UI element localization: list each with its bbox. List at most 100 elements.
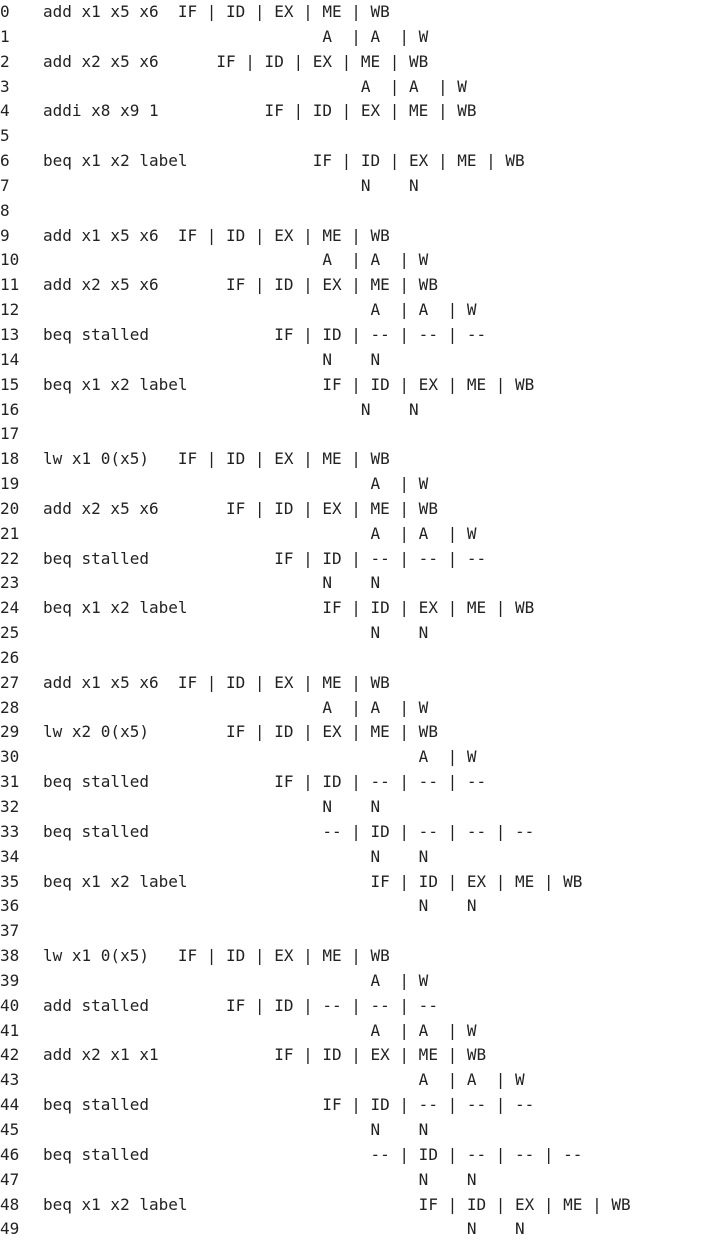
line-content: A | A | W bbox=[43, 250, 429, 270]
line-number: 42 bbox=[0, 1045, 20, 1065]
line-number: 25 bbox=[0, 623, 20, 643]
line-content: N N bbox=[43, 797, 381, 816]
line-content: lw x2 0(x5) IF | ID | EX | ME | WB bbox=[43, 722, 438, 742]
listing-line: 14 N N bbox=[0, 348, 709, 373]
line-content: A | A | W bbox=[43, 697, 429, 717]
line-number: 20 bbox=[0, 498, 20, 518]
line-number: 10 bbox=[0, 250, 20, 270]
listing-line: 15 beq x1 x2 label IF | ID | EX | ME | WB bbox=[0, 373, 709, 398]
line-number: 1 bbox=[0, 26, 10, 46]
listing-line: 28 A | A | W bbox=[0, 696, 709, 721]
line-content: lw x1 0(x5) IF | ID | EX | ME | WB bbox=[43, 449, 390, 469]
listing-line: 8 bbox=[0, 199, 709, 224]
line-number: 11 bbox=[0, 275, 20, 295]
line-content: A | W bbox=[43, 747, 477, 767]
line-content: beq stalled IF | ID | -- | -- | -- bbox=[43, 324, 487, 344]
line-content: A | A | W bbox=[43, 26, 429, 46]
line-number: 8 bbox=[0, 200, 10, 220]
line-content: N N bbox=[43, 623, 429, 643]
line-number: 37 bbox=[0, 921, 20, 941]
line-number: 26 bbox=[0, 647, 20, 667]
line-number: 34 bbox=[0, 846, 20, 866]
listing-line: 36 N N bbox=[0, 894, 709, 919]
listing-line: 10 A | A | W bbox=[0, 248, 709, 273]
line-number: 40 bbox=[0, 995, 20, 1015]
listing-line: 44 beq stalled IF | ID | -- | -- | -- bbox=[0, 1093, 709, 1118]
listing-line: 34 N N bbox=[0, 845, 709, 870]
line-content: N N bbox=[43, 349, 381, 369]
line-content: add x1 x5 x6 IF | ID | EX | ME | WB bbox=[43, 2, 390, 21]
listing-line: 42 add x2 x1 x1 IF | ID | EX | ME | WB bbox=[0, 1043, 709, 1068]
line-number: 15 bbox=[0, 374, 20, 394]
listing-line: 30 A | W bbox=[0, 745, 709, 770]
line-content: add x2 x5 x6 IF | ID | EX | ME | WB bbox=[43, 51, 429, 71]
line-number: 27 bbox=[0, 672, 20, 692]
listing-line: 32 N N bbox=[0, 795, 709, 820]
line-number: 45 bbox=[0, 1119, 20, 1139]
listing-line: 5 bbox=[0, 124, 709, 149]
line-number: 9 bbox=[0, 225, 10, 245]
listing-line: 39 A | W bbox=[0, 969, 709, 994]
line-number: 28 bbox=[0, 697, 20, 717]
line-number: 32 bbox=[0, 797, 20, 816]
line-number: 30 bbox=[0, 747, 20, 767]
line-number: 24 bbox=[0, 598, 20, 618]
line-number: 6 bbox=[0, 151, 10, 171]
listing-line: 21 A | A | W bbox=[0, 522, 709, 547]
line-number: 14 bbox=[0, 349, 20, 369]
listing-line: 47 N N bbox=[0, 1168, 709, 1193]
line-content: beq x1 x2 label IF | ID | EX | ME | WB bbox=[43, 374, 535, 394]
line-number: 46 bbox=[0, 1144, 20, 1164]
listing-line: 25 N N bbox=[0, 621, 709, 646]
line-content: A | A | W bbox=[43, 76, 467, 96]
line-number: 49 bbox=[0, 1219, 20, 1239]
line-content: beq stalled -- | ID | -- | -- | -- bbox=[43, 1144, 583, 1164]
listing-line: 46 beq stalled -- | ID | -- | -- | -- bbox=[0, 1143, 709, 1168]
line-number: 39 bbox=[0, 970, 20, 990]
line-content: A | W bbox=[43, 474, 429, 494]
listing-line: 7 N N bbox=[0, 174, 709, 199]
line-content: A | A | W bbox=[43, 523, 477, 543]
line-number: 22 bbox=[0, 548, 20, 568]
listing-line: 43 A | A | W bbox=[0, 1068, 709, 1093]
listing-line: 1 A | A | W bbox=[0, 25, 709, 50]
line-content: add x2 x1 x1 IF | ID | EX | ME | WB bbox=[43, 1045, 487, 1065]
line-content: N N bbox=[43, 846, 429, 866]
line-content: N N bbox=[43, 1119, 429, 1139]
line-number: 17 bbox=[0, 424, 20, 444]
line-content: beq stalled IF | ID | -- | -- | -- bbox=[43, 548, 487, 568]
line-content: beq stalled IF | ID | -- | -- | -- bbox=[43, 1095, 535, 1115]
line-number: 2 bbox=[0, 51, 10, 71]
line-content: beq stalled -- | ID | -- | -- | -- bbox=[43, 821, 535, 841]
line-number: 44 bbox=[0, 1095, 20, 1115]
line-number: 0 bbox=[0, 2, 10, 21]
line-content: beq x1 x2 label IF | ID | EX | ME | WB bbox=[43, 151, 525, 171]
line-content: N N bbox=[43, 896, 477, 916]
line-number: 36 bbox=[0, 896, 20, 916]
line-content: add stalled IF | ID | -- | -- | -- bbox=[43, 995, 438, 1015]
listing-line: 17 bbox=[0, 422, 709, 447]
line-content: A | W bbox=[43, 970, 429, 990]
line-number: 38 bbox=[0, 946, 20, 966]
line-number: 23 bbox=[0, 573, 20, 593]
listing-line: 37 bbox=[0, 919, 709, 944]
line-content: A | A | W bbox=[43, 1070, 525, 1090]
listing-line: 26 bbox=[0, 646, 709, 671]
line-content: N N bbox=[43, 1219, 525, 1239]
listing-line: 22 beq stalled IF | ID | -- | -- | -- bbox=[0, 547, 709, 572]
line-content: beq stalled IF | ID | -- | -- | -- bbox=[43, 772, 487, 792]
listing-line: 0 add x1 x5 x6 IF | ID | EX | ME | WB bbox=[0, 0, 709, 25]
listing-line: 49 N N bbox=[0, 1217, 709, 1242]
listing-line: 41 A | A | W bbox=[0, 1019, 709, 1044]
line-content: add x1 x5 x6 IF | ID | EX | ME | WB bbox=[43, 672, 390, 692]
